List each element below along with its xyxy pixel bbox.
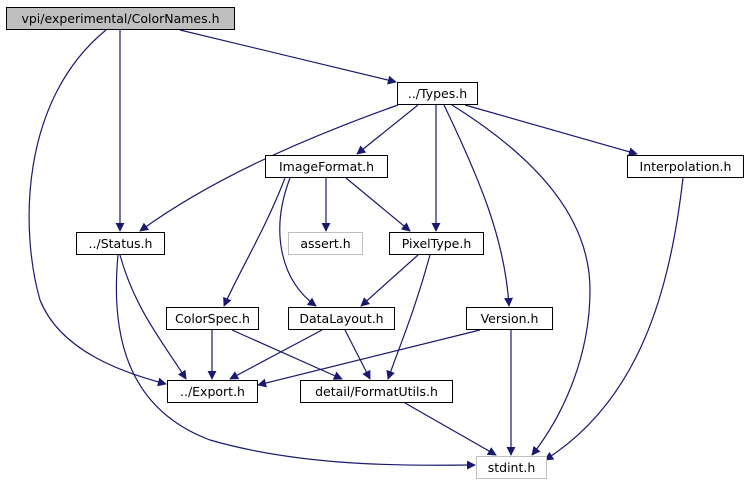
edge-root-to-types: [179, 29, 397, 85]
node-imageformat-h[interactable]: ImageFormat.h: [265, 155, 388, 178]
node-formatutils-h[interactable]: detail/FormatUtils.h: [300, 380, 453, 403]
edge-types-to-stdint: [451, 104, 591, 456]
edge-status-to-export: [119, 254, 187, 380]
node-pixeltype-h[interactable]: PixelType.h: [389, 232, 484, 255]
node-datalayout-h[interactable]: DataLayout.h: [288, 307, 395, 330]
edge-status-to-stdint: [115, 254, 476, 470]
edge-imageformat-to-datalayout: [279, 177, 317, 307]
edge-root-to-export: [28, 29, 167, 387]
edge-imageformat-to-colorspec: [223, 177, 286, 307]
edge-imageformat-to-pixeltype: [345, 177, 411, 232]
edge-types-to-imageformat: [356, 104, 419, 155]
edge-colorspec-to-formatutils: [231, 329, 343, 380]
node-version-h[interactable]: Version.h: [466, 307, 553, 330]
node-colorspec-h[interactable]: ColorSpec.h: [166, 307, 259, 330]
node-types-h[interactable]: ../Types.h: [397, 82, 478, 105]
edge-version-to-export: [257, 329, 481, 388]
node-status-h[interactable]: ../Status.h: [76, 232, 165, 255]
node-colornames-h[interactable]: vpi/experimental/ColorNames.h: [6, 7, 235, 30]
edge-formatutils-to-stdint: [404, 402, 497, 456]
node-stdint-h: stdint.h: [476, 456, 547, 479]
edge-types-to-interpolation: [464, 104, 638, 157]
edge-types-to-version: [443, 104, 513, 307]
edge-datalayout-to-formatutils: [344, 329, 371, 380]
edge-datalayout-to-export: [229, 329, 323, 380]
edge-pixeltype-to-datalayout: [360, 254, 419, 307]
edge-interpolation-to-stdint: [544, 177, 684, 461]
node-interpolation-h[interactable]: Interpolation.h: [627, 155, 744, 178]
edge-types-to-status: [139, 104, 399, 232]
edge-pixeltype-to-formatutils: [386, 254, 431, 380]
node-export-h[interactable]: ../Export.h: [167, 380, 258, 403]
node-assert-h: assert.h: [288, 232, 363, 255]
